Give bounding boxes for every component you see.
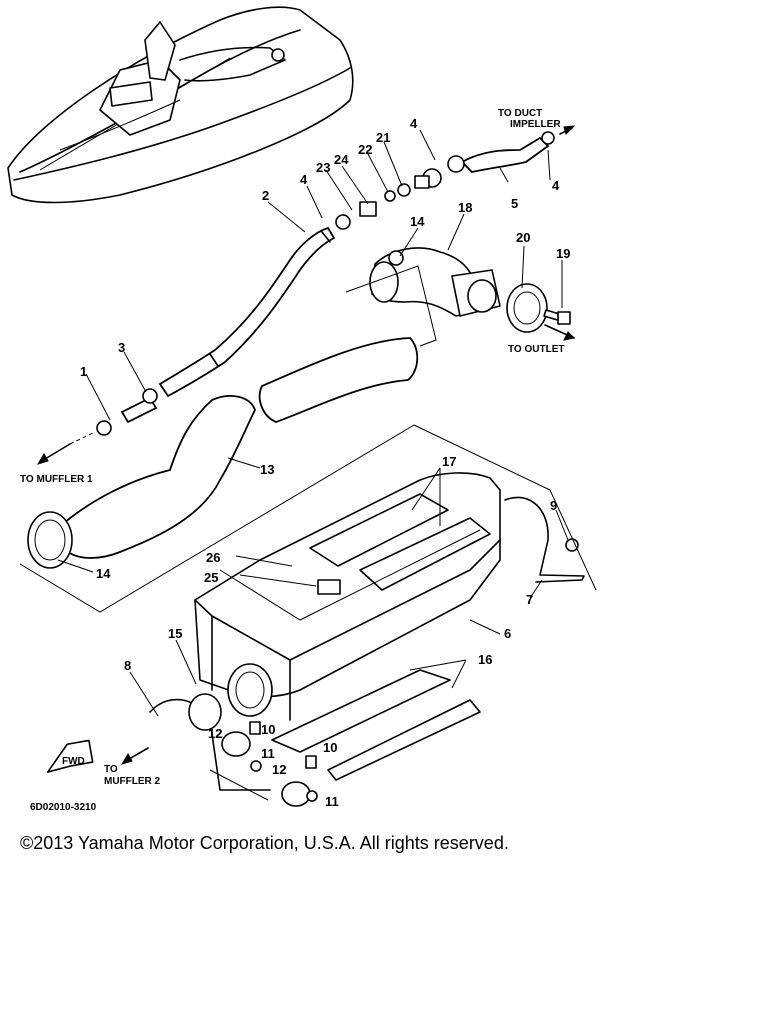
hose-2 [158, 226, 336, 398]
label-part-21: 21 [376, 130, 390, 145]
diagram-code: 6D02010-3210 [30, 802, 97, 813]
upper-fitting-assembly [335, 131, 555, 230]
label-part-19: 19 [556, 246, 570, 261]
assembly-outlines [19, 265, 597, 801]
copyright-notice: ©2013 Yamaha Motor Corporation, U.S.A. A… [20, 833, 509, 853]
callout-to: TO [104, 764, 118, 775]
callout-to-duct: TO DUCT [498, 108, 542, 119]
fwd-arrow-icon: FWD [46, 739, 94, 773]
label-part-8: 8 [124, 658, 131, 673]
label-part-26: 26 [206, 550, 220, 565]
exhaust-parts-diagram: FWD 1 2 3 4 4 4 5 6 7 8 9 10 10 11 11 12… [7, 6, 597, 813]
label-part-10-right: 10 [323, 740, 337, 755]
elbow-18-assembly [369, 247, 571, 333]
label-part-15: 15 [168, 626, 182, 641]
clamp-hardware [221, 721, 318, 807]
small-fittings [69, 388, 158, 445]
label-part-24: 24 [334, 152, 349, 167]
label-part-23: 23 [316, 160, 330, 175]
band-7 [504, 496, 585, 583]
label-part-4-top: 4 [410, 116, 418, 131]
label-part-17: 17 [442, 454, 456, 469]
label-part-9: 9 [550, 498, 557, 513]
label-part-3: 3 [118, 340, 125, 355]
label-part-18: 18 [458, 200, 472, 215]
label-part-14-bottom: 14 [96, 566, 111, 581]
label-part-6: 6 [504, 626, 511, 641]
watercraft-illustration [7, 6, 354, 204]
label-part-11-left: 11 [261, 746, 275, 761]
callouts: TO DUCT IMPELLER TO OUTLET TO MUFFLER 1 … [20, 108, 564, 813]
flow-arrows [36, 125, 576, 765]
label-part-12-right: 12 [272, 762, 286, 777]
label-part-2: 2 [262, 188, 269, 203]
callout-to-outlet: TO OUTLET [508, 344, 564, 355]
label-part-5: 5 [511, 196, 518, 211]
fwd-label: FWD [62, 756, 85, 767]
label-part-25: 25 [204, 570, 218, 585]
label-part-11-right: 11 [325, 794, 339, 809]
label-part-4-left: 4 [300, 172, 308, 187]
label-part-22: 22 [358, 142, 372, 157]
callout-muffler-2: MUFFLER 2 [104, 776, 161, 787]
label-part-10-left: 10 [261, 722, 275, 737]
label-part-4-right: 4 [552, 178, 560, 193]
callout-to-muffler-1: TO MUFFLER 1 [20, 474, 93, 485]
label-part-13: 13 [260, 462, 274, 477]
label-part-16: 16 [478, 652, 492, 667]
label-part-14-top: 14 [410, 214, 425, 229]
hose-13 [27, 337, 419, 569]
band-8 [149, 693, 271, 791]
label-part-20: 20 [516, 230, 530, 245]
label-part-12-left: 12 [208, 726, 222, 741]
callout-impeller: IMPELLER [510, 119, 561, 130]
part-labels: 1 2 3 4 4 4 5 6 7 8 9 10 10 11 11 12 12 … [80, 116, 570, 809]
pads-16 [271, 669, 481, 781]
muffler-6 [194, 472, 501, 721]
label-part-1: 1 [80, 364, 87, 379]
leader-lines [57, 129, 569, 717]
label-part-7: 7 [526, 592, 533, 607]
